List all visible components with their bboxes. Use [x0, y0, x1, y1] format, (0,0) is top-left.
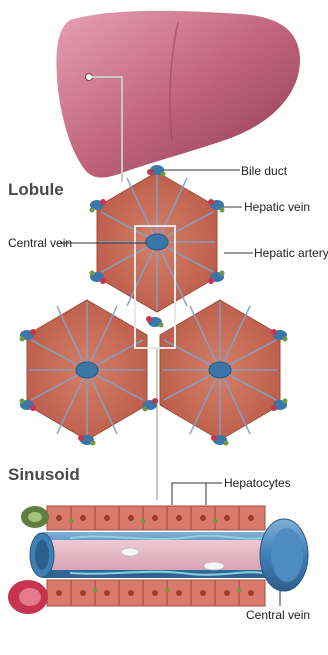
- sinusoid-title: Sinusoid: [8, 465, 80, 485]
- side-cell-red: [8, 580, 48, 614]
- lobule-left: [27, 300, 147, 440]
- lobule-title: Lobule: [8, 180, 64, 200]
- sinusoid-vessel: [30, 532, 282, 578]
- hepatic-vein-label: Hepatic vein: [244, 200, 310, 214]
- hepatic-artery-label: Hepatic artery: [254, 246, 328, 260]
- lobule-right: [160, 300, 280, 440]
- lobule-top: [97, 172, 217, 312]
- sinusoid-section: [8, 506, 308, 614]
- central-vein-sinusoid-label: Central vein: [246, 608, 310, 622]
- bile-duct-label: Bile duct: [241, 164, 287, 178]
- hepatocytes-top: [47, 506, 265, 530]
- hepatocytes-label: Hepatocytes: [224, 476, 291, 490]
- central-vein-lobule-label: Central vein: [8, 236, 72, 250]
- central-vein-end: [260, 519, 308, 591]
- hepatocytes-bottom: [47, 580, 265, 606]
- liver-organ: [56, 11, 300, 178]
- side-cell-green: [21, 506, 49, 528]
